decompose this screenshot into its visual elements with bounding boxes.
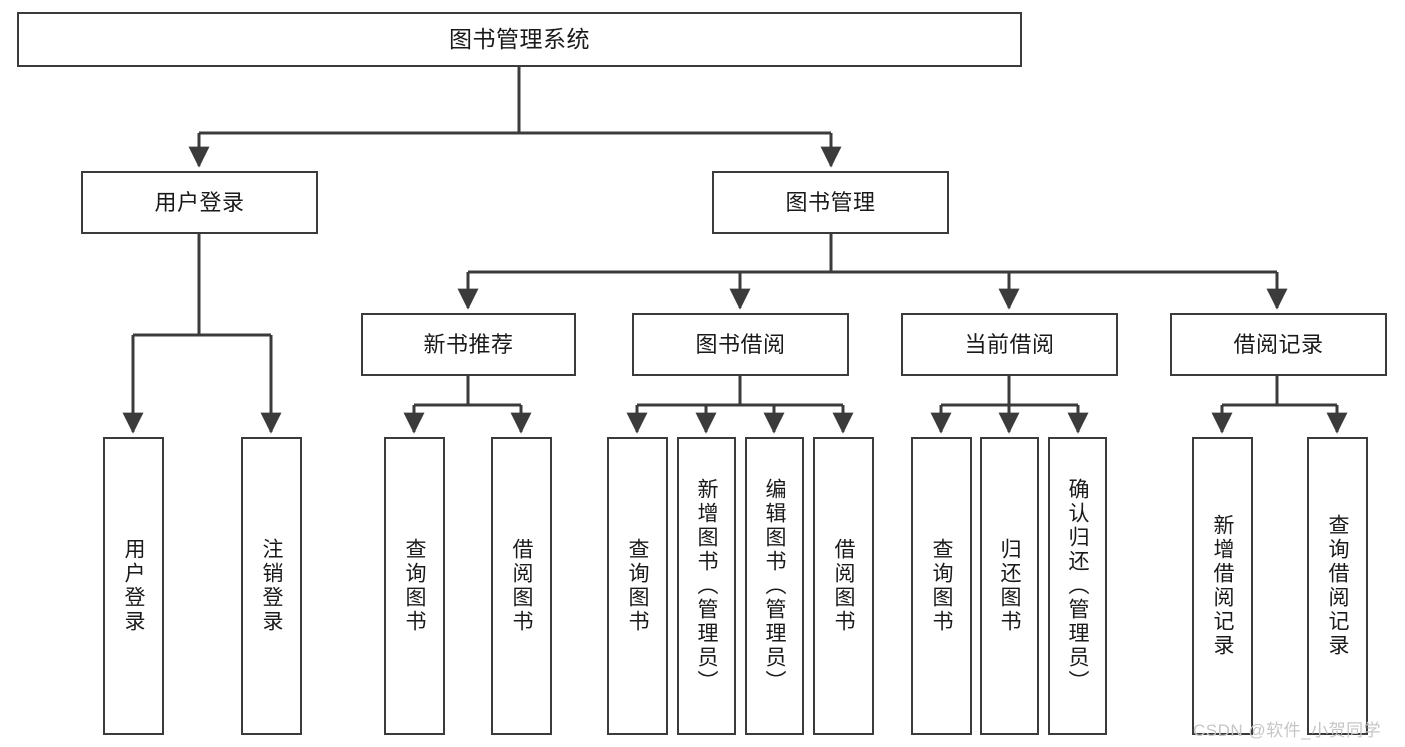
node-label-leaf-book-borrow-1: 新增图书（管理员） <box>695 478 718 694</box>
node-label-borrow-record: 借阅记录 <box>1233 331 1324 357</box>
node-label-book-manage: 图书管理 <box>785 189 876 215</box>
node-leaf-book-borrow-0[interactable]: 查询图书 <box>607 437 668 735</box>
node-leaf-borrow-record-1[interactable]: 查询借阅记录 <box>1307 437 1368 735</box>
node-leaf-book-borrow-2[interactable]: 编辑图书（管理员） <box>745 437 804 735</box>
node-label-leaf-current-borrow-0: 查询图书 <box>930 538 953 634</box>
node-label-leaf-user-login-0: 用户登录 <box>122 538 145 634</box>
node-user-login[interactable]: 用户登录 <box>81 171 318 234</box>
node-leaf-current-borrow-1[interactable]: 归还图书 <box>980 437 1039 735</box>
node-label-leaf-borrow-record-1: 查询借阅记录 <box>1326 514 1349 658</box>
node-book-manage[interactable]: 图书管理 <box>712 171 949 234</box>
csdn-watermark: CSDN @软件_小贺同学 <box>1193 721 1382 740</box>
node-label-leaf-user-login-1: 注销登录 <box>260 538 283 634</box>
node-leaf-new-book-0[interactable]: 查询图书 <box>384 437 445 735</box>
node-new-book-recommend[interactable]: 新书推荐 <box>361 313 576 376</box>
node-leaf-borrow-record-0[interactable]: 新增借阅记录 <box>1192 437 1253 735</box>
node-label-leaf-borrow-record-0: 新增借阅记录 <box>1211 514 1234 658</box>
node-label-leaf-new-book-0: 查询图书 <box>403 538 426 634</box>
node-leaf-new-book-1[interactable]: 借阅图书 <box>491 437 552 735</box>
node-leaf-book-borrow-3[interactable]: 借阅图书 <box>813 437 874 735</box>
node-label-leaf-book-borrow-3: 借阅图书 <box>832 538 855 634</box>
node-label-leaf-book-borrow-0: 查询图书 <box>626 538 649 634</box>
node-label-leaf-book-borrow-2: 编辑图书（管理员） <box>763 478 786 694</box>
node-leaf-user-login-1[interactable]: 注销登录 <box>241 437 302 735</box>
node-label-leaf-new-book-1: 借阅图书 <box>510 538 533 634</box>
node-label-user-login: 用户登录 <box>154 189 245 215</box>
node-label-book-borrow: 图书借阅 <box>695 331 786 357</box>
node-book-borrow[interactable]: 图书借阅 <box>632 313 849 376</box>
node-label-root: 图书管理系统 <box>449 25 590 52</box>
node-label-leaf-current-borrow-1: 归还图书 <box>998 538 1021 634</box>
node-leaf-current-borrow-2[interactable]: 确认归还（管理员） <box>1048 437 1107 735</box>
node-label-current-borrow: 当前借阅 <box>964 331 1055 357</box>
node-root-system[interactable]: 图书管理系统 <box>17 12 1022 67</box>
node-current-borrow[interactable]: 当前借阅 <box>901 313 1118 376</box>
node-leaf-book-borrow-1[interactable]: 新增图书（管理员） <box>677 437 736 735</box>
node-label-leaf-current-borrow-2: 确认归还（管理员） <box>1066 478 1089 694</box>
node-leaf-current-borrow-0[interactable]: 查询图书 <box>911 437 972 735</box>
node-borrow-record[interactable]: 借阅记录 <box>1170 313 1387 376</box>
node-label-new-book-recommend: 新书推荐 <box>423 331 514 357</box>
node-leaf-user-login-0[interactable]: 用户登录 <box>103 437 164 735</box>
